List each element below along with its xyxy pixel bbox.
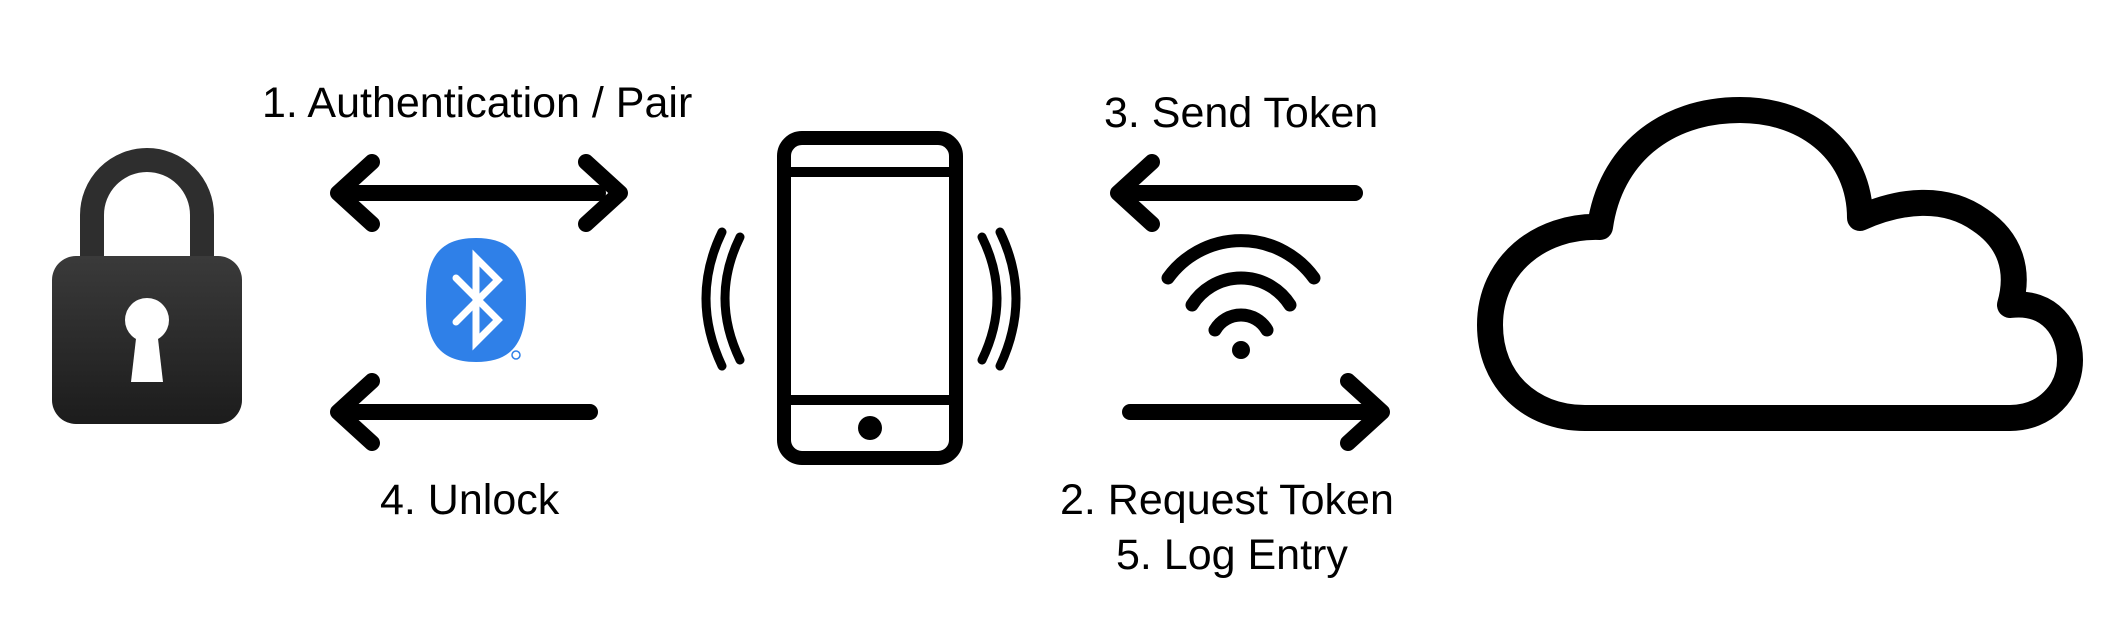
padlock-icon — [52, 148, 242, 424]
signal-waves-right — [977, 227, 1021, 371]
pair-double-arrow — [330, 154, 628, 232]
unlock-arrow — [330, 373, 598, 451]
send-token-arrow — [1110, 154, 1363, 232]
signal-waves-left — [701, 227, 745, 371]
cloud-icon — [1477, 97, 2083, 431]
smartphone-icon — [777, 131, 963, 465]
step-4-label: 4. Unlock — [380, 476, 560, 524]
step-1-label: 1. Authentication / Pair — [262, 79, 693, 127]
wifi-icon — [1161, 234, 1321, 359]
step-3-label: 3. Send Token — [1104, 89, 1379, 137]
step-2-label: 2. Request Token — [1060, 476, 1394, 524]
step-5-label: 5. Log Entry — [1116, 531, 1348, 579]
bluetooth-icon — [426, 238, 526, 362]
request-token-arrow — [1122, 373, 1390, 451]
